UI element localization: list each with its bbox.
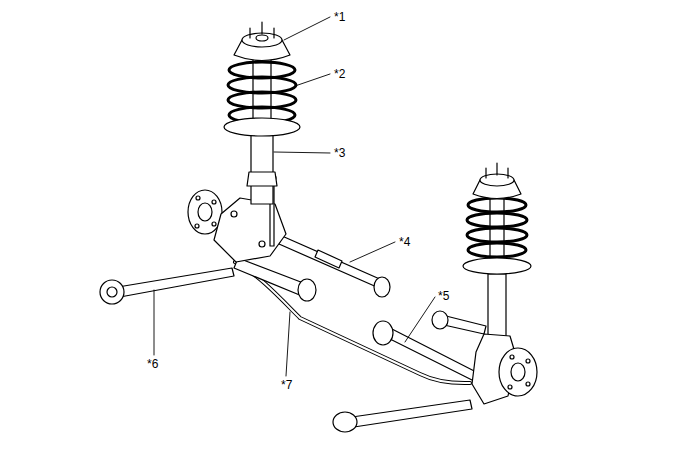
hub-bolt: [196, 196, 200, 200]
coil-spring: [467, 213, 527, 227]
callout-number: *6: [146, 357, 159, 371]
stud-bolt: [250, 22, 274, 38]
lower-arm: [118, 268, 234, 297]
leader-line: [154, 290, 155, 355]
coil-spring: [467, 228, 527, 242]
leader-line: [286, 312, 290, 376]
spring-seat: [224, 118, 300, 136]
spring-seat: [463, 258, 531, 274]
hub-bolt: [195, 224, 199, 228]
hub-bolt: [212, 222, 216, 226]
lower-arm: [352, 400, 472, 427]
axle-hub-center: [198, 203, 212, 221]
axle-hub-center: [511, 363, 525, 381]
arm-bushing: [432, 311, 448, 329]
callout-number: *4: [398, 235, 411, 249]
hub-bolt: [212, 200, 216, 204]
callout-number: *1: [333, 10, 346, 24]
shock-absorber: [488, 274, 506, 338]
control-arm: [444, 316, 486, 334]
control-arm: [386, 328, 484, 384]
upper-support-top: [242, 33, 282, 47]
coil-spring: [468, 198, 526, 212]
lower-arm: [234, 258, 306, 296]
steering-knuckle: [214, 198, 286, 262]
hub-bolt: [508, 385, 512, 389]
arm-bushing: [100, 280, 124, 304]
arm-bushing: [373, 321, 393, 345]
upper-support-nut: [256, 35, 268, 41]
coil-spring: [468, 243, 526, 257]
stud-bolt: [486, 163, 508, 178]
upper-support-top: [480, 174, 514, 186]
arm-bushing: [333, 412, 357, 432]
arm-bushing: [298, 279, 316, 301]
callout-number: *2: [333, 67, 346, 81]
strut-bracket: [247, 172, 277, 186]
arm-bushing-core: [107, 287, 117, 297]
lateral-arm: [279, 236, 382, 288]
hub-bolt: [526, 359, 530, 363]
leader-line: [295, 74, 330, 86]
turnbuckle: [315, 250, 342, 268]
leader-line: [350, 242, 395, 262]
leader-line: [274, 152, 330, 153]
knuckle-bolt: [231, 211, 237, 217]
hub-bolt: [526, 382, 530, 386]
knuckle-bolt: [259, 241, 265, 247]
hub-bolt: [510, 355, 514, 359]
leader-line: [405, 297, 435, 342]
callout-number: *3: [333, 146, 346, 160]
callout-number: *5: [437, 289, 450, 303]
arm-bushing: [374, 277, 390, 297]
shock-absorber: [251, 132, 273, 204]
axle-hub: [499, 348, 537, 396]
callout-number: *7: [280, 378, 293, 392]
leader-line: [284, 17, 330, 40]
